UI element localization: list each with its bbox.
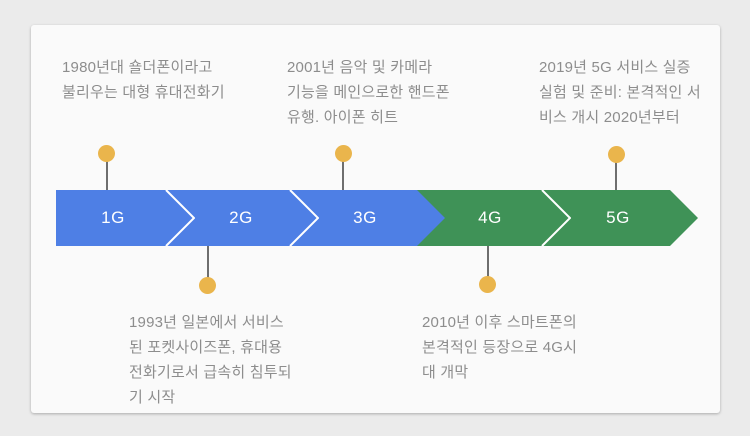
annotation-5g: 2019년 5G 서비스 실증 실험 및 준비: 본격적인 서 비스 개시 20… (539, 55, 701, 130)
annotation-4g: 2010년 이후 스마트폰의 본격적인 등장으로 4G시 대 개막 (422, 310, 577, 385)
annotation-4g-line: 본격적인 등장으로 4G시 (422, 339, 578, 356)
chevron-separator-icon (165, 190, 195, 246)
connector-line-1g (106, 153, 108, 190)
segment-label-5g: 5G (606, 208, 630, 227)
annotation-1g: 1980년대 숄더폰이라고 불리우는 대형 휴대전화기 (62, 55, 225, 105)
annotation-2g-line: 1993년 일본에서 서비스 (129, 314, 284, 331)
timeline-blue-era-arrow (56, 190, 445, 246)
segment-label-4g: 4G (478, 208, 502, 227)
segment-label-1g: 1G (101, 208, 125, 227)
milestone-dot-4g (479, 276, 496, 293)
milestone-dot-1g (98, 145, 115, 162)
annotation-1g-line: 불리우는 대형 휴대전화기 (62, 84, 225, 101)
annotation-5g-line: 비스 개시 2020년부터 (539, 109, 680, 126)
timeline-green-era-arrow (417, 190, 698, 246)
annotation-2g-line: 된 포켓사이즈폰, 휴대용 (129, 339, 283, 356)
chevron-separator-icon (541, 190, 571, 246)
connector-line-3g (342, 153, 344, 190)
annotation-3g: 2001년 음악 및 카메라 기능을 메인으로한 핸드폰 유행. 아이폰 히트 (287, 55, 450, 130)
annotation-5g-line: 2019년 5G 서비스 실증 (539, 59, 691, 76)
connector-line-2g (207, 246, 209, 285)
annotation-4g-line: 대 개막 (422, 364, 469, 381)
chevron-separator-icon (289, 190, 319, 246)
annotation-2g-line: 기 시작 (129, 389, 176, 406)
annotation-2g: 1993년 일본에서 서비스 된 포켓사이즈폰, 휴대용 전화기로서 급속히 침… (129, 310, 292, 410)
segment-label-2g: 2G (229, 208, 253, 227)
annotation-3g-line: 유행. 아이폰 히트 (287, 109, 399, 126)
annotation-3g-line: 2001년 음악 및 카메라 (287, 59, 433, 76)
milestone-dot-2g (199, 277, 216, 294)
annotation-4g-line: 2010년 이후 스마트폰의 (422, 314, 577, 331)
connector-line-5g (615, 154, 617, 190)
annotation-1g-line: 1980년대 숄더폰이라고 (62, 59, 213, 76)
annotation-2g-line: 전화기로서 급속히 침투되 (129, 364, 292, 381)
milestone-dot-3g (335, 145, 352, 162)
annotation-3g-line: 기능을 메인으로한 핸드폰 (287, 84, 450, 101)
segment-label-3g: 3G (353, 208, 377, 227)
milestone-dot-5g (608, 146, 625, 163)
connector-line-4g (487, 246, 489, 284)
timeline-card: 1980년대 숄더폰이라고 불리우는 대형 휴대전화기 2001년 음악 및 카… (31, 25, 720, 413)
annotation-5g-line: 실험 및 준비: 본격적인 서 (539, 84, 701, 101)
timeline-band: 1G 2G 3G 4G 5G (56, 190, 701, 246)
